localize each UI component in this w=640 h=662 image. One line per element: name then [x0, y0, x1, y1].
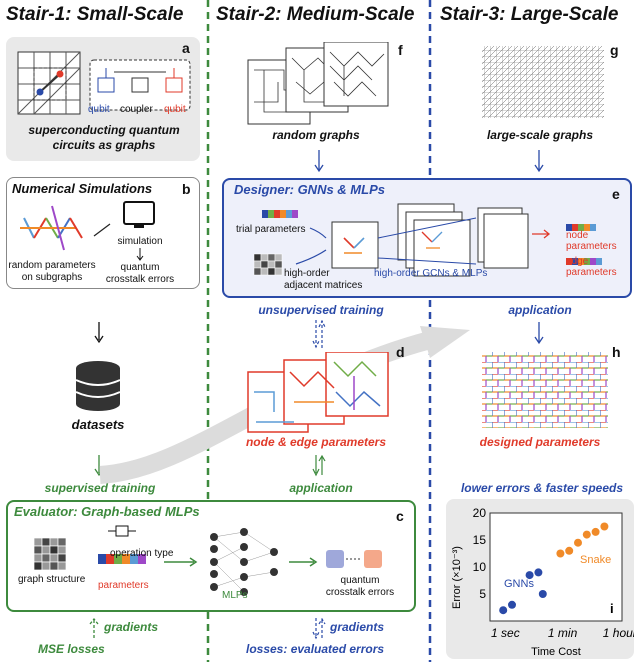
- panel-i-tag: i: [610, 601, 614, 616]
- bidirectional-arrow-icon: [312, 455, 326, 477]
- gradients-mid-label: gradients: [330, 620, 385, 634]
- data-point: [556, 549, 565, 558]
- designed-params-illustration: [482, 352, 608, 428]
- mlps-label: MLPs: [222, 590, 248, 601]
- bidirectional-arrow-icon: [312, 320, 326, 349]
- panel-g-tag: g: [610, 42, 619, 58]
- data-point: [508, 600, 516, 609]
- simulation-label: simulation: [117, 236, 163, 247]
- qubit-label-1: qubit: [88, 104, 110, 115]
- datasets-label: datasets: [71, 417, 125, 432]
- data-point: [574, 538, 582, 547]
- data-point: [591, 527, 600, 536]
- application-mid-label: application: [289, 481, 353, 495]
- random-params-label: random parameters on subgraphs: [8, 260, 96, 283]
- stair-3-title: Stair-3: Large-Scale: [440, 4, 619, 25]
- data-point: [565, 546, 574, 555]
- bidirectional-arrow-icon: [89, 618, 99, 638]
- panel-b-title: Numerical Simulations: [12, 181, 153, 196]
- panel-b: [6, 177, 200, 289]
- arrow-down-icon: [534, 322, 544, 345]
- lower-errors-label: lower errors & faster speeds: [460, 481, 624, 495]
- snake-series-label: Snake: [580, 554, 611, 566]
- operation-type-label: operation type: [110, 548, 174, 559]
- gnns-series-label: GNNs: [504, 578, 534, 590]
- x-tick-label: 1 min: [548, 626, 578, 640]
- data-point: [600, 522, 609, 531]
- supervised-training-label: supervised training: [44, 481, 156, 495]
- panel-h-caption: designed parameters: [479, 435, 601, 449]
- y-tick-label: 15: [473, 533, 487, 547]
- adjacent-matrices-label: high-order adjacent matrices: [284, 268, 363, 291]
- data-point: [538, 590, 547, 598]
- y-tick-label: 10: [473, 560, 487, 574]
- x-tick-label: 1 hour: [603, 626, 634, 640]
- arrow-down-icon: [136, 248, 144, 261]
- graph-structure-label: graph structure: [18, 574, 86, 585]
- random-graphs-illustration: [247, 42, 389, 125]
- data-point: [534, 568, 543, 577]
- quantum-circuit-illustration: [17, 51, 191, 115]
- node-edge-params-illustration: [247, 352, 389, 433]
- panel-c-tag: c: [396, 508, 404, 524]
- chart-y-label: Error (×10⁻³): [451, 546, 463, 609]
- evaluator-illustration: [33, 525, 382, 596]
- bidirectional-arrow-icon: [312, 618, 326, 640]
- crosstalk-label-c: quantum crosstalk errors: [325, 575, 395, 598]
- arrow-down-icon: [314, 150, 324, 173]
- data-point: [525, 571, 534, 580]
- node-parameters-label-e: node parameters: [566, 230, 617, 252]
- database-icon: [75, 361, 121, 411]
- x-tick-label: 1 sec: [491, 626, 520, 640]
- panel-e-tag: e: [612, 186, 620, 202]
- crosstalk-label-b: quantum crosstalk errors: [105, 262, 175, 285]
- chart-x-label: Time Cost: [531, 646, 581, 658]
- y-tick-label: 20: [473, 506, 487, 520]
- arrow-down-icon: [534, 150, 544, 173]
- arrow-down-icon: [94, 322, 104, 344]
- designer-illustration: [253, 203, 602, 277]
- application-right-label: application: [508, 303, 572, 317]
- stair-1-title: Stair-1: Small-Scale: [6, 4, 184, 25]
- scatter-chart: 5 10 15 20 1 sec 1 min 1 hour Error (×10⁻³) T…: [451, 506, 634, 658]
- panel-d-caption: node & edge parameters: [245, 435, 387, 449]
- panel-h-tag: h: [612, 344, 621, 360]
- trial-parameters-label: trial parameters: [236, 224, 306, 235]
- stair-2-title: Stair-2: Medium-Scale: [216, 4, 415, 25]
- large-scale-graph-illustration: [482, 46, 604, 118]
- panel-e: [222, 178, 632, 298]
- panel-e-title: Designer: GNNs & MLPs: [234, 182, 385, 197]
- mse-losses-label: MSE losses: [38, 642, 105, 656]
- parameters-label-c: parameters: [98, 580, 149, 591]
- panel-d-tag: d: [396, 344, 405, 360]
- panel-c: [6, 500, 416, 612]
- panel-b-tag: b: [182, 181, 191, 197]
- panel-a-tag: a: [182, 40, 190, 56]
- simulation-illustration: [20, 201, 155, 251]
- edge-parameters-label-e: edge parameters: [566, 256, 617, 278]
- large-scale-caption: large-scale graphs: [486, 128, 594, 142]
- panel-f-tag: f: [398, 42, 403, 58]
- panel-c-title: Evaluator: Graph-based MLPs: [14, 504, 200, 519]
- unsupervised-training-label: unsupervised training: [258, 303, 384, 317]
- panel-a-caption: superconducting quantum circuits as grap…: [28, 123, 180, 152]
- data-point: [499, 606, 508, 615]
- losses-evaluated-errors-label: losses: evaluated errors: [246, 642, 385, 656]
- coupler-label: coupler: [120, 104, 153, 115]
- data-point: [582, 530, 591, 539]
- gcns-mlps-label: high-order GCNs & MLPs: [374, 268, 488, 279]
- qubit-label-2: qubit: [164, 104, 186, 115]
- random-graphs-caption: random graphs: [272, 128, 360, 142]
- gradients-left-label: gradients: [104, 620, 159, 634]
- y-tick-label: 5: [479, 587, 486, 601]
